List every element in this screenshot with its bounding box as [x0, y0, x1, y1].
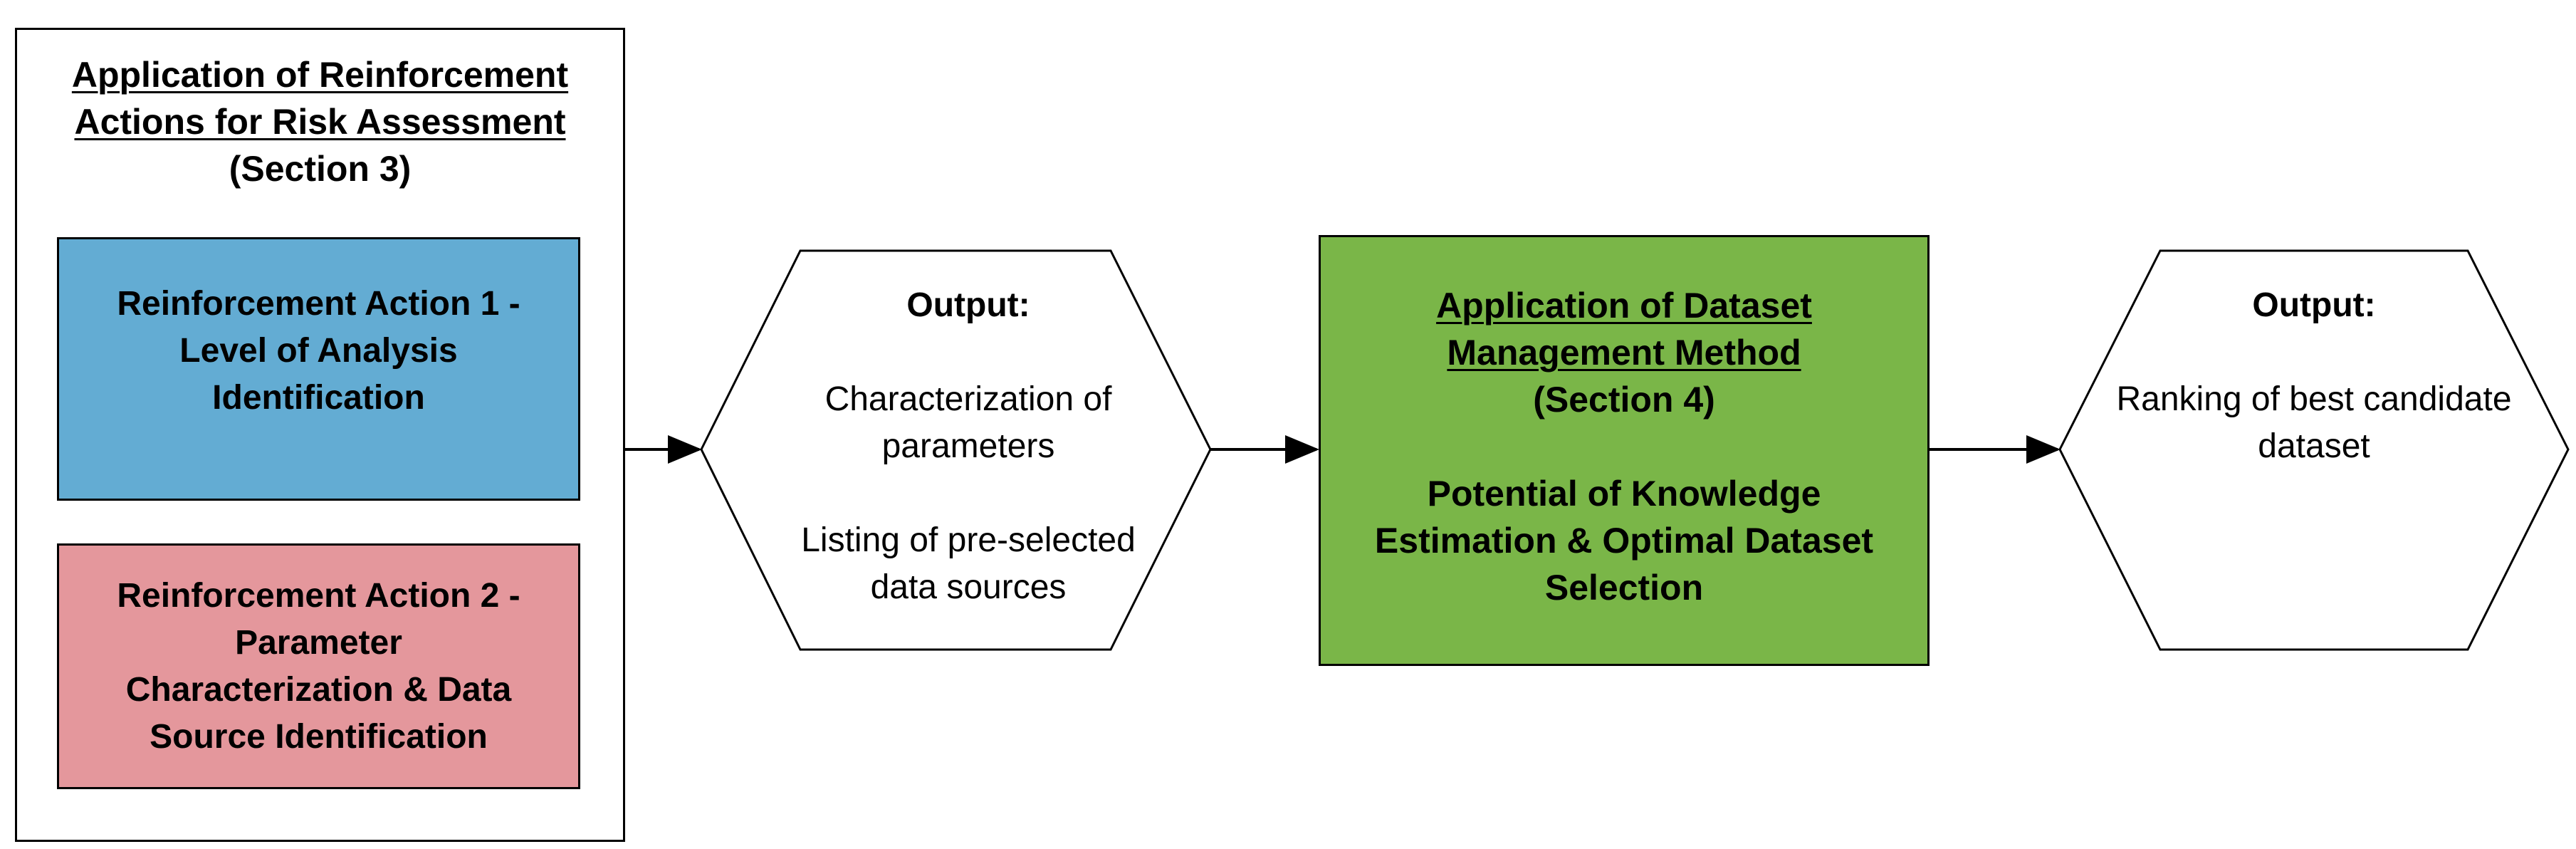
output-1-heading: Output: — [906, 286, 1030, 324]
action2-line2: Parameter — [235, 623, 402, 662]
title-line-2: Actions for Risk Assessment — [74, 102, 566, 142]
action1-line3: Identification — [212, 379, 425, 417]
section-3-label: (Section 3) — [229, 149, 412, 189]
output-2-line1: Ranking of best candidate — [2116, 380, 2512, 418]
dataset-management-box — [1319, 235, 1930, 666]
output-1-line4: data sources — [870, 568, 1067, 606]
output-hexagon-2 — [2058, 249, 2570, 651]
action1-line2: Level of Analysis — [179, 332, 458, 370]
output-1-line2: parameters — [881, 427, 1055, 465]
action1-line1: Reinforcement Action 1 - — [117, 285, 520, 323]
output-2-text: Output: Ranking of best candidate datase… — [2072, 282, 2556, 470]
action2-line1: Reinforcement Action 2 - — [117, 576, 520, 615]
dataset-title-line2: Management Method — [1447, 333, 1801, 373]
output-1-text: Output: Characterization of parameters L… — [740, 282, 1196, 611]
output-1-line3: Listing of pre-selected — [801, 521, 1136, 559]
action2-line3: Characterization & Data — [125, 670, 512, 709]
action2-line4: Source Identification — [150, 717, 488, 756]
dataset-body-line1: Potential of Knowledge — [1427, 474, 1821, 514]
dataset-body-line2: Estimation & Optimal Dataset — [1374, 521, 1874, 561]
reinforcement-action-2-box: Reinforcement Action 2 - Parameter Chara… — [57, 543, 580, 789]
dataset-body-line3: Selection — [1544, 568, 1704, 608]
reinforcement-action-1-box: Reinforcement Action 1 - Level of Analys… — [57, 237, 580, 501]
dataset-management-text: Application of Dataset Management Method… — [1319, 282, 1930, 611]
output-2-line2: dataset — [2258, 427, 2370, 465]
reinforcement-actions-title: Application of Reinforcement Actions for… — [15, 51, 625, 192]
section-4-label: (Section 4) — [1533, 380, 1715, 420]
title-line-1: Application of Reinforcement — [71, 55, 569, 95]
output-1-line1: Characterization of — [824, 380, 1112, 418]
output-2-heading: Output: — [2252, 286, 2376, 324]
dataset-title-line1: Application of Dataset — [1436, 286, 1812, 325]
